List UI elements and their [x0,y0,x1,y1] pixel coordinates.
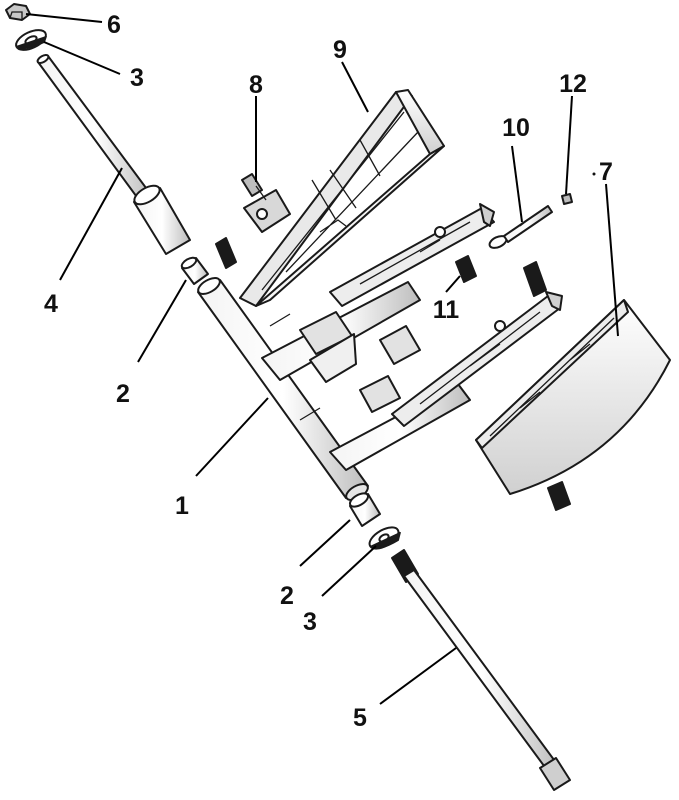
part-upper-guard [239,89,445,307]
part-nut-top [5,3,31,21]
leader-4 [59,167,123,281]
part-bolt-11b [523,261,547,297]
callout-2a: 2 [116,380,130,408]
leader-12 [565,95,573,195]
leader-2b [299,519,351,567]
leader-10 [511,145,523,223]
callout-7: 7 [599,158,613,186]
leader-2a [137,279,187,363]
leader-1 [195,397,269,477]
part-bolt-upper [241,173,267,201]
leader-3b [321,545,377,597]
part-link-rod [488,205,553,249]
part-lower-axle [391,549,571,791]
callout-3a: 3 [130,64,144,92]
callout-9: 9 [333,36,347,64]
callout-1: 1 [175,492,189,520]
leader-7 [605,183,619,337]
leader-11 [445,275,461,293]
part-small-pin [561,193,573,205]
callout-10: 10 [502,114,530,142]
part-upper-axle [36,54,191,255]
part-curved-guard [475,299,671,511]
leader-6 [25,13,103,23]
callout-5: 5 [353,704,367,732]
part-main-frame [197,203,563,501]
callout-6: 6 [107,11,121,39]
callout-3b: 3 [303,608,317,636]
callouts: 1 2 2 3 3 4 5 6 7 8 9 10 11 12 [25,11,619,732]
callout-12: 12 [559,70,587,98]
leader-3a [43,41,121,75]
callout-4: 4 [44,290,58,318]
callout-7-dot [592,172,596,176]
part-bushing-top [180,256,209,285]
part-washer-bottom [368,526,401,550]
part-bolt-11a [455,255,477,283]
callout-11: 11 [433,296,460,324]
leader-5 [379,647,457,705]
callout-2b: 2 [280,582,294,610]
callout-8: 8 [249,71,263,99]
part-washer-top [15,29,47,51]
leader-9 [341,61,369,113]
part-bolt-side [215,237,237,269]
part-bushing-bottom [348,492,381,527]
